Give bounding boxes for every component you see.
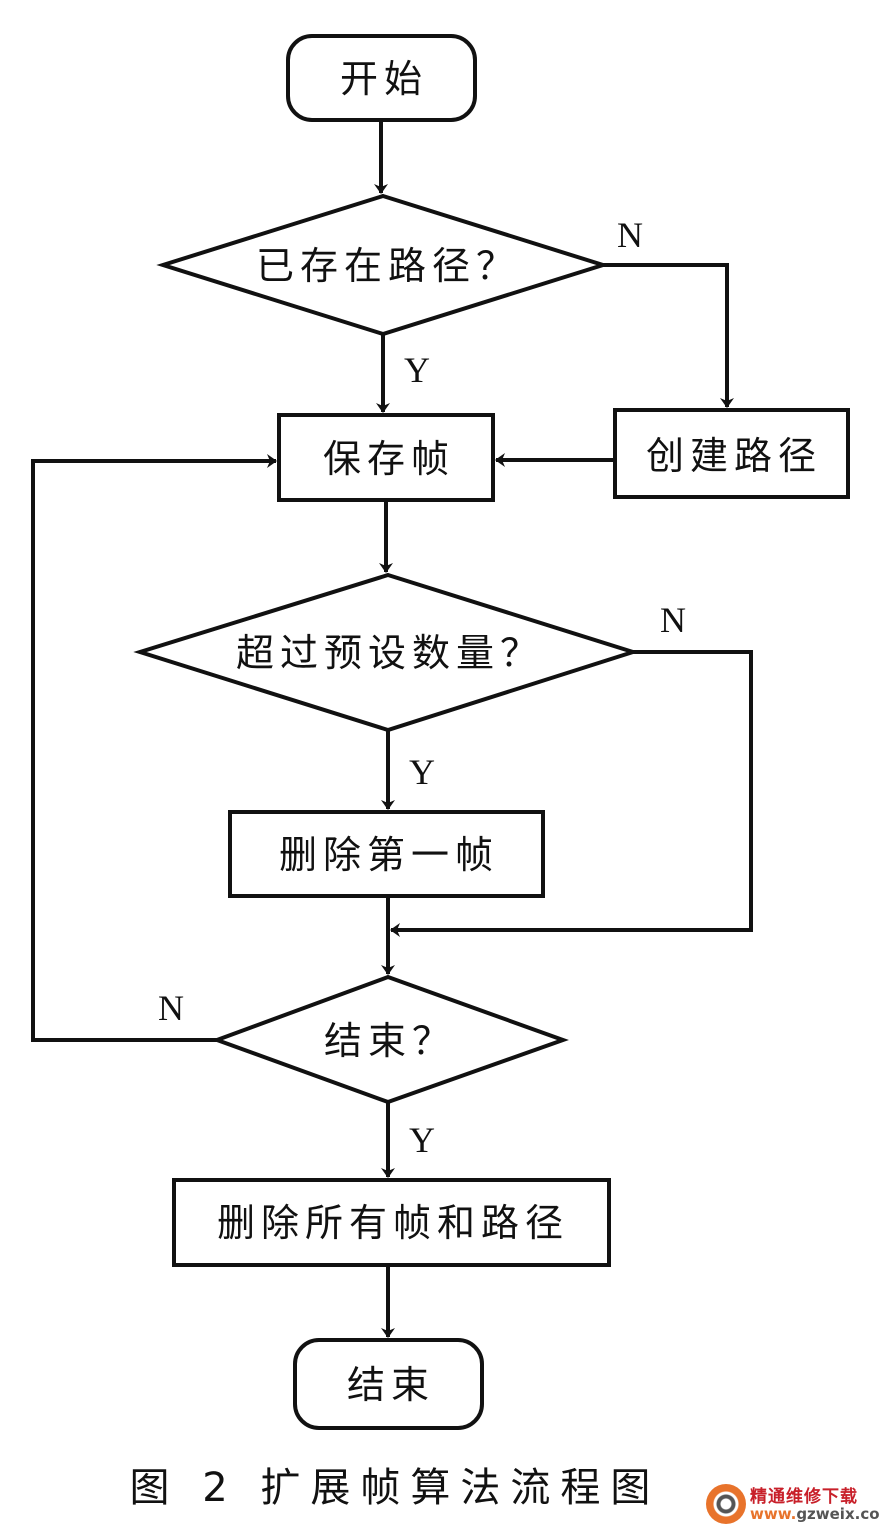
edge-exceed-no [390, 650, 753, 937]
node-exceed-preset-label: 超过预设数量？ [236, 631, 544, 675]
watermark-url-domain: gzweix.com [796, 1505, 880, 1523]
watermark-url: www.gzweix.com [750, 1505, 880, 1523]
node-create-path-label: 创建路径 [646, 434, 822, 478]
watermark: 精通维修下载 www.gzweix.com [706, 1480, 880, 1528]
edge-path-exists-no [603, 263, 734, 408]
eye-logo-icon [706, 1484, 746, 1524]
label-exceed-yes: Y [409, 752, 435, 792]
label-path-exists-no: N [617, 215, 643, 255]
node-save-frame: 保存帧 [277, 413, 495, 502]
edge-finished-no-loop [31, 454, 277, 1042]
node-start: 开始 [286, 34, 477, 122]
label-finished-yes: Y [409, 1120, 435, 1160]
figure-caption: 图 2 扩展帧算法流程图 [129, 1465, 661, 1511]
node-exceed-preset: 超过预设数量？ [133, 572, 640, 733]
node-path-exists: 已存在路径？ [156, 193, 610, 337]
label-exceed-no: N [660, 600, 686, 640]
node-create-path: 创建路径 [613, 408, 850, 499]
node-path-exists-label: 已存在路径？ [256, 244, 520, 288]
node-save-frame-label: 保存帧 [323, 437, 455, 481]
node-delete-all: 删除所有帧和路径 [172, 1178, 611, 1267]
label-finished-no: N [158, 988, 184, 1028]
watermark-name: 精通维修下载 [750, 1487, 858, 1507]
watermark-url-prefix: www. [750, 1505, 797, 1523]
node-finished: 结束？ [211, 974, 569, 1105]
node-delete-all-label: 删除所有帧和路径 [217, 1201, 569, 1245]
node-finished-label: 结束？ [324, 1019, 456, 1063]
node-start-label: 开始 [340, 57, 428, 101]
node-end: 结束 [293, 1338, 484, 1430]
node-end-label: 结束 [347, 1363, 435, 1407]
node-delete-first-frame-label: 删除第一帧 [279, 833, 499, 877]
label-path-exists-yes: Y [404, 350, 430, 390]
node-delete-first-frame: 删除第一帧 [228, 810, 545, 898]
